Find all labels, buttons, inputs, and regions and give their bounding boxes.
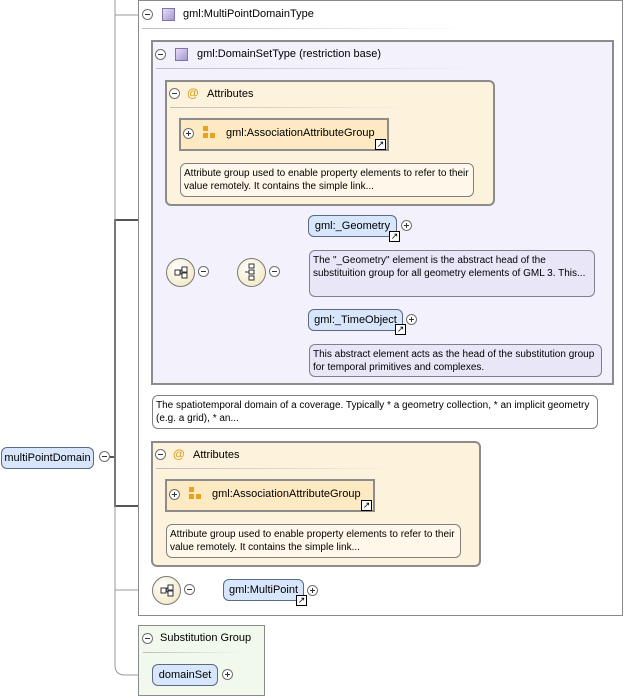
- attribute-group-annotation: Attribute group used to enable property …: [166, 524, 461, 558]
- root-element-label: multiPointDomain: [4, 452, 91, 464]
- attributes-label: Attributes: [193, 449, 240, 461]
- timeobject-expand-toggle[interactable]: [406, 314, 417, 325]
- element-gml-multipoint[interactable]: gml:MultiPoint: [223, 579, 304, 601]
- complex-type-icon: [175, 48, 188, 61]
- multipoint-expand-toggle[interactable]: [307, 585, 318, 596]
- choice-collapse-toggle[interactable]: [198, 266, 209, 277]
- attribute-at-icon: @: [187, 86, 199, 100]
- external-link-icon[interactable]: ↗: [296, 595, 307, 606]
- attribute-group-icon: [203, 126, 217, 140]
- external-link-icon[interactable]: ↗: [375, 139, 386, 150]
- attributes-collapse-toggle[interactable]: [169, 88, 180, 99]
- sequence-compositor[interactable]: [237, 258, 266, 287]
- element-gml-geometry[interactable]: gml:_Geometry: [308, 215, 397, 237]
- attributes-label: Attributes: [207, 88, 254, 100]
- domain-set-collapse-toggle[interactable]: [155, 49, 166, 60]
- type-box-collapse-toggle[interactable]: [142, 9, 153, 20]
- attribute-group-icon: [189, 487, 203, 501]
- choice-icon: [174, 266, 188, 279]
- type-box-title: gml:MultiPointDomainType: [183, 8, 314, 20]
- element-gml-timeobject[interactable]: gml:_TimeObject: [308, 309, 403, 331]
- substitution-separator: [143, 652, 243, 653]
- geometry-expand-toggle[interactable]: [401, 220, 412, 231]
- geometry-annotation: The "_Geometry" element is the abstract …: [309, 250, 595, 297]
- choice-icon: [160, 584, 174, 597]
- choice-compositor[interactable]: [166, 258, 195, 287]
- domain-annotation: The spatiotemporal domain of a coverage.…: [152, 395, 598, 429]
- element-domainset[interactable]: domainSet: [152, 664, 218, 686]
- attributes-collapse-toggle[interactable]: [155, 449, 166, 460]
- choice-compositor[interactable]: [152, 576, 181, 605]
- attribute-group-expand-toggle[interactable]: [169, 489, 180, 500]
- attributes-separator: [156, 468, 396, 469]
- external-link-icon[interactable]: ↗: [361, 500, 372, 511]
- external-link-icon[interactable]: ↗: [395, 324, 406, 335]
- attribute-group-label: gml:AssociationAttributeGroup: [212, 488, 361, 500]
- sequence-icon: [245, 263, 255, 281]
- substitution-group-label: Substitution Group: [160, 632, 252, 644]
- timeobject-label: gml:_TimeObject: [314, 314, 397, 326]
- choice-collapse-toggle[interactable]: [184, 584, 195, 595]
- complex-type-icon: [162, 8, 175, 21]
- domainset-expand-toggle[interactable]: [222, 669, 233, 680]
- domainset-label: domainSet: [158, 669, 212, 681]
- domain-set-title: gml:DomainSetType (restriction base): [197, 48, 382, 60]
- geometry-label: gml:_Geometry: [314, 220, 391, 232]
- attribute-group-expand-toggle[interactable]: [183, 128, 194, 139]
- connector-root-subst: [114, 590, 152, 676]
- attribute-group-label: gml:AssociationAttributeGroup: [226, 127, 375, 139]
- sequence-collapse-toggle[interactable]: [269, 266, 280, 277]
- substitution-collapse-toggle[interactable]: [142, 633, 153, 644]
- attribute-group-box[interactable]: [165, 479, 375, 512]
- root-element-multipointdomain[interactable]: multiPointDomain: [1, 447, 94, 469]
- attribute-group-annotation: Attribute group used to enable property …: [180, 163, 474, 197]
- multipoint-label: gml:MultiPoint: [228, 584, 299, 596]
- attribute-at-icon: @: [173, 447, 185, 461]
- attributes-separator: [170, 107, 410, 108]
- external-link-icon[interactable]: ↗: [389, 231, 400, 242]
- timeobject-annotation: This abstract element acts as the head o…: [309, 344, 602, 377]
- type-box-separator: [142, 28, 472, 29]
- root-collapse-toggle[interactable]: [99, 451, 110, 462]
- domain-set-separator: [156, 68, 476, 69]
